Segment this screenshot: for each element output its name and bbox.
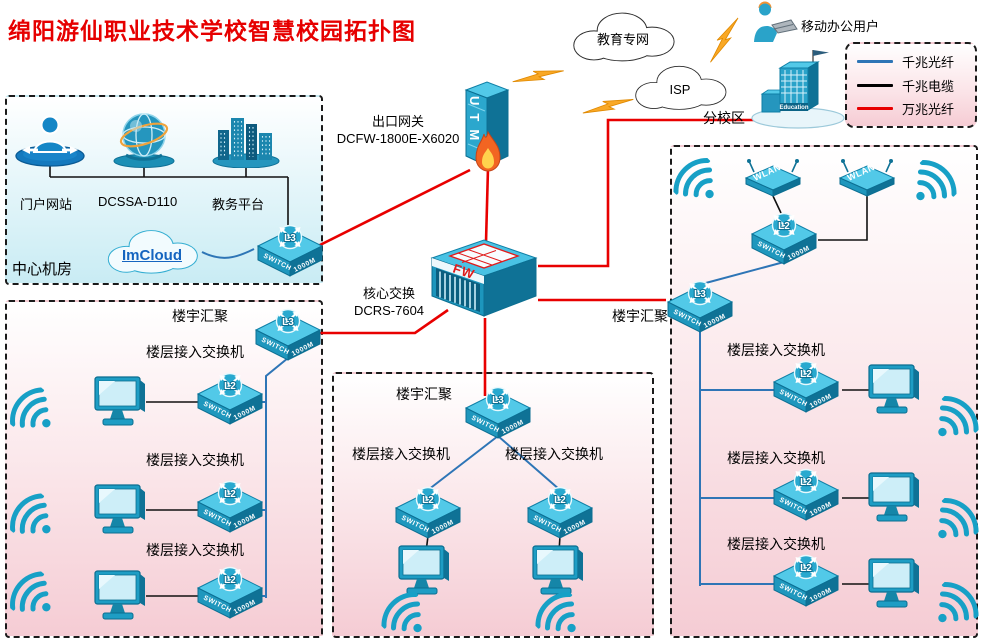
branch-building-sign: Education [779,105,808,111]
core-name: 核心交换 [362,286,415,301]
switch-l3-right-aggregation: L3 SWITCH 1000M [660,276,740,343]
edu-network-cloud-label: 教育专网 [596,31,649,47]
switch-l2-middle-floor-1: L2 SWITCH 1000M [388,482,468,549]
branch-campus-label: 分校区 [703,110,745,126]
core-switch-device: FW [424,234,544,345]
legend-line-sample [857,60,893,64]
switch-l2-right-floor-1: L2 SWITCH 1000M [766,356,846,423]
right-aggregation-label: 楼宇汇聚 [612,308,668,324]
computer-icon [868,364,923,421]
legend-item: 千兆电缆 [857,76,965,95]
mobile-user-label: 移动办公用户 [801,19,880,34]
switch-l3-middle-aggregation: L3 SWITCH 1000M [458,382,538,449]
switch-layer-label: L2 [800,369,812,380]
switch-layer-label: L2 [800,563,812,574]
floor-access-label: 楼层接入交换机 [146,344,244,360]
switch-l2-right-wlan: L2 SWITCH 1000M [744,208,824,275]
floor-access-label: 楼层接入交换机 [352,446,450,462]
switch-l2-left-floor-1: L2 SWITCH 1000M [190,368,270,435]
floor-access-label: 楼层接入交换机 [146,452,244,468]
legend-line-sample [857,83,893,87]
switch-layer-label: L2 [224,489,236,500]
switch-l3-left-aggregation: L3 SWITCH 1000M [248,304,328,371]
floor-access-label: 楼层接入交换机 [505,446,603,462]
switch-layer-label: L3 [694,289,706,300]
datacenter-title: 中心机房 [12,261,73,278]
legend-item: 万兆光纤 [857,99,965,118]
floor-access-label: 楼层接入交换机 [727,450,825,466]
edu-platform-icon [210,106,282,173]
legend-label: 万兆光纤 [902,101,955,117]
computer-icon [94,570,149,627]
dcssa-label: DCSSA-D110 [98,194,178,209]
isp-cloud: ISP [624,60,736,114]
switch-l2-right-floor-3: L2 SWITCH 1000M [766,550,846,617]
switch-layer-label: L2 [224,381,236,392]
legend-label: 千兆光纤 [902,55,955,71]
portal-website-label: 门户网站 [20,197,73,212]
dcssa-globe-icon [106,108,182,173]
switch-layer-label: L3 [282,317,294,328]
switch-layer-label: L2 [224,575,236,586]
imcloud-label: ImCloud [122,246,182,264]
floor-access-label: 楼层接入交换机 [146,542,244,558]
computer-icon [868,558,923,615]
wlan-ap-2: WLAN [834,156,900,207]
switch-layer-label: L2 [778,221,790,232]
switch-layer-label: L2 [554,495,566,506]
switch-l2-left-floor-2: L2 SWITCH 1000M [190,476,270,543]
switch-l2-left-floor-3: L2 SWITCH 1000M [190,562,270,629]
gateway-name: 出口网关 [371,114,424,129]
switch-l2-middle-floor-2: L2 SWITCH 1000M [520,482,600,549]
legend-label: 千兆电缆 [902,78,955,94]
portal-website-icon [14,110,86,173]
isp-cloud-label: ISP [669,81,691,97]
switch-layer-label: L3 [492,395,504,406]
legend: 千兆光纤 千兆电缆 万兆光纤 [845,42,977,128]
computer-icon [94,376,149,433]
edu-network-cloud: 教育专网 [560,6,686,66]
middle-aggregation-label: 楼宇汇聚 [396,386,452,402]
gateway-label: 出口网关 DCFW-1800E-X6020 [336,114,460,148]
wlan-ap-1: WLAN [740,156,806,207]
floor-access-label: 楼层接入交换机 [727,536,825,552]
mobile-user-icon [744,0,800,49]
switch-layer-label: L2 [800,477,812,488]
core-model: DCRS-7604 [353,302,425,318]
gateway-model: DCFW-1800E-X6020 [336,130,460,146]
core-label: 核心交换 DCRS-7604 [344,286,434,320]
page-title: 绵阳游仙职业技术学校智慧校园拓扑图 [8,18,416,44]
computer-icon [868,472,923,529]
switch-layer-label: L3 [284,233,296,244]
switch-l2-right-floor-2: L2 SWITCH 1000M [766,464,846,531]
lightning-icon [509,51,565,107]
left-aggregation-label: 楼宇汇聚 [172,308,228,324]
branch-campus-icon: Education [750,48,846,135]
legend-item: 千兆光纤 [857,52,965,71]
switch-l3-datacenter: L3 SWITCH 1000M [250,220,330,287]
floor-access-label: 楼层接入交换机 [727,342,825,358]
legend-line-sample [857,106,893,110]
utm-gateway-device: UTM [458,80,516,177]
core-device-label: FW [451,261,477,282]
edu-platform-label: 教务平台 [212,197,265,212]
flame-icon [470,130,506,181]
imcloud-icon: ImCloud [98,220,206,282]
computer-icon [94,484,149,541]
utm-device-label: UTM [467,96,482,149]
switch-layer-label: L2 [422,495,434,506]
